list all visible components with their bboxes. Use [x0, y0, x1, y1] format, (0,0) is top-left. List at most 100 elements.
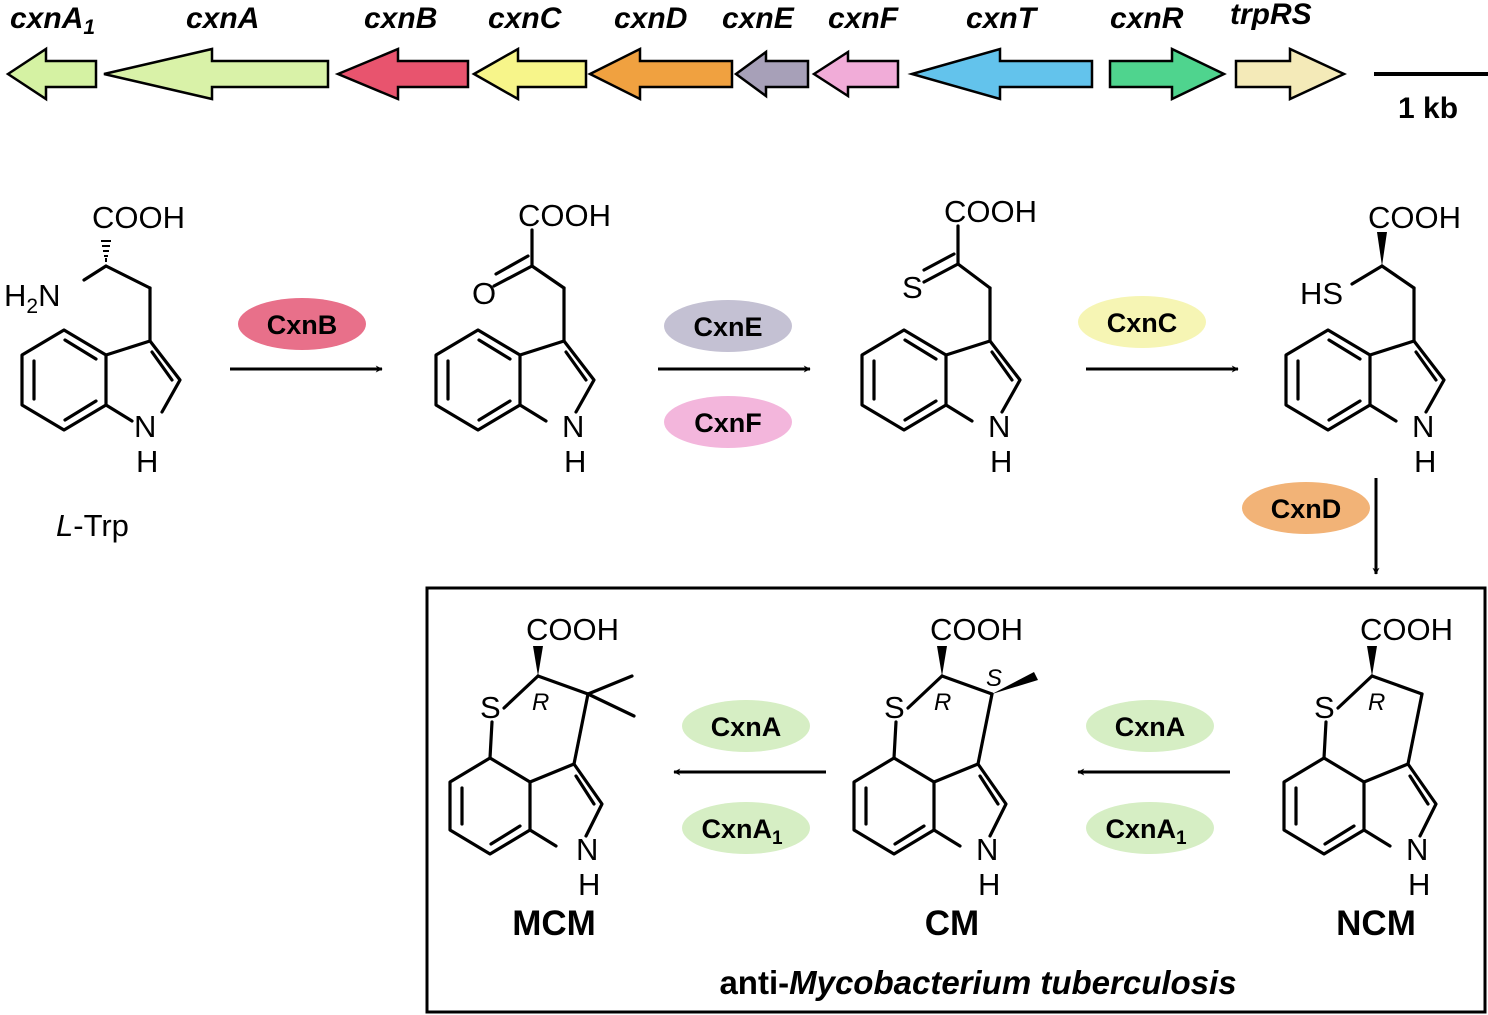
indole-h-label: H — [978, 867, 1000, 902]
carboxyl-label: COOH — [1368, 200, 1461, 235]
indole-h-label: H — [990, 444, 1012, 479]
enzyme-label-cxnA1: CxnA1 — [701, 814, 783, 849]
compound-indole-pyruvate: COOH O N H — [434, 198, 611, 479]
gene-label-cxnC: cxnC — [488, 2, 563, 35]
stereo-r-label: R — [934, 689, 951, 716]
indole-n-label: N — [1406, 832, 1428, 867]
gene-arrow-cxnT — [907, 47, 1094, 101]
gene-cxnR: cxnR — [1108, 2, 1227, 101]
compound-thiol: COOH HS N H — [1284, 200, 1461, 479]
compound-cm: COOH S R S N H CM — [852, 612, 1038, 943]
gene-label-cxnA1: cxnA — [10, 2, 83, 35]
gene-cluster: cxnA1 cxnA cxnB cxnC cxnD cxnE cxnF cxn — [5, 0, 1488, 125]
enzyme-label-cxnD: CxnD — [1271, 494, 1342, 524]
gene-label-cxnB: cxnB — [364, 2, 437, 35]
compound-ncm: COOH S R N H NCM — [1282, 612, 1453, 943]
enzyme-ellipse-cxnD — [1242, 482, 1370, 534]
gene-sub-cxnA1: 1 — [83, 16, 95, 39]
amine-label: H2N — [4, 278, 60, 318]
step-cm-to-mcm: CxnA CxnA1 — [673, 700, 826, 854]
gene-label-cxnT: cxnT — [966, 2, 1039, 35]
enzyme-label-cxnC: CxnC — [1107, 308, 1178, 338]
gene-cxnC: cxnC — [471, 2, 588, 102]
indole-n-label: N — [562, 409, 584, 444]
gene-label-trpRS: trpRS — [1230, 0, 1312, 31]
gene-cxnB: cxnB — [334, 2, 470, 101]
step-cxnC: CxnC — [1078, 296, 1239, 373]
gene-trpRS: trpRS — [1230, 0, 1347, 101]
thio-s-label: S — [902, 270, 923, 305]
products-box — [425, 586, 1487, 1014]
methyl-wedge-bond — [992, 672, 1038, 694]
carboxyl-label: COOH — [1360, 612, 1453, 647]
stereo-r-label: R — [1368, 689, 1385, 716]
gene-arrow-cxnA1 — [5, 46, 98, 102]
stereo-s-label: S — [986, 665, 1002, 692]
ring-s-label: S — [480, 690, 501, 725]
gene-arrow-cxnR — [1108, 47, 1227, 101]
gene-cxnA: cxnA — [103, 2, 330, 101]
carboxyl-label: COOH — [518, 198, 611, 233]
gene-label-cxnE: cxnE — [722, 2, 795, 35]
wedge-bond — [533, 646, 543, 676]
enzyme-label-cxnA: CxnA — [1115, 712, 1186, 742]
keto-o-label: O — [472, 276, 496, 311]
gene-arrow-cxnB — [334, 47, 470, 101]
gene-arrow-cxnD — [587, 46, 734, 102]
indole-h-label: H — [1408, 867, 1430, 902]
compound-label-ncm: NCM — [1336, 904, 1416, 943]
wedge-bond — [1367, 646, 1377, 676]
carboxyl-label: COOH — [930, 612, 1023, 647]
thiol-label: HS — [1300, 276, 1343, 311]
gene-label-cxnA: cxnA — [186, 2, 259, 35]
enzyme-ellipse-cxnF — [664, 396, 792, 448]
enzyme-label-cxnB: CxnB — [267, 310, 338, 340]
indole-n-label: N — [988, 409, 1010, 444]
gene-arrow-cxnE — [733, 49, 810, 99]
carboxyl-label: COOH — [92, 200, 185, 235]
gene-cxnT: cxnT — [907, 2, 1094, 101]
indole-h-label: H — [1414, 444, 1436, 479]
scale-bar-label: 1 kb — [1398, 92, 1458, 125]
enzyme-ellipse-cxnA — [682, 700, 810, 752]
gene-cxnD: cxnD — [587, 2, 734, 102]
compound-label-mcm: MCM — [512, 904, 596, 943]
gene-label-cxnR: cxnR — [1110, 2, 1184, 35]
step-cxnB: CxnB — [230, 298, 383, 373]
indole-h-label: H — [578, 867, 600, 902]
step-cxnE-cxnF: CxnE CxnF — [658, 300, 811, 448]
gene-label-cxnF: cxnF — [828, 2, 899, 35]
compound-mcm: COOH S R N H MCM — [448, 612, 636, 943]
compound-label-cm: CM — [925, 904, 979, 943]
svg-text:cxnA1: cxnA1 — [10, 2, 95, 39]
enzyme-ellipse-cxnA — [1086, 700, 1214, 752]
wedge-bond — [1377, 232, 1387, 266]
gene-label-cxnD: cxnD — [614, 2, 687, 35]
carboxyl-label: COOH — [526, 612, 619, 647]
gene-cxnF: cxnF — [811, 2, 900, 99]
enzyme-label-cxnE: CxnE — [693, 312, 762, 342]
indole-core — [20, 328, 182, 432]
step-ncm-to-cm: CxnA CxnA1 — [1077, 700, 1230, 854]
ring-s-label: S — [884, 690, 905, 725]
gene-arrow-cxnC — [471, 46, 588, 102]
indole-n-label: N — [976, 832, 998, 867]
compound-thioketone: COOH S N H — [860, 194, 1037, 479]
enzyme-label-cxnF: CxnF — [694, 408, 762, 438]
enzyme-label-cxnA1: CxnA1 — [1105, 814, 1187, 849]
gene-cxnE: cxnE — [722, 2, 810, 99]
enzyme-label-cxnA: CxnA — [711, 712, 782, 742]
ring-s-label: S — [1314, 690, 1335, 725]
wedge-bond — [937, 646, 947, 676]
gene-arrow-cxnF — [811, 49, 900, 99]
step-cxnD: CxnD — [1242, 478, 1380, 575]
enzyme-ellipse-cxnB — [238, 298, 366, 350]
compound-trp: COOH H2N N H L-Trp — [4, 200, 185, 543]
gene-cxnA1: cxnA1 — [5, 2, 98, 102]
enzyme-ellipse-cxnA1 — [682, 802, 810, 854]
gene-arrow-cxnA — [103, 47, 330, 101]
activity-note: anti-Mycobacterium tuberculosis — [719, 964, 1236, 1001]
enzyme-ellipse-cxnE — [664, 300, 792, 352]
stereo-r-label: R — [532, 689, 549, 716]
